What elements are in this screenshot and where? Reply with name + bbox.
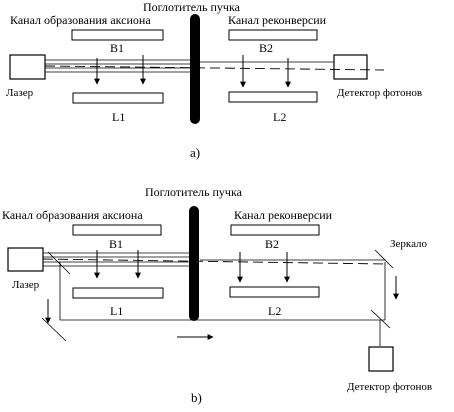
b-l2-label: L2 [268,304,281,318]
b-laser-box [7,247,44,272]
a-lens-l1 [72,92,164,104]
a-laser-box [9,54,46,80]
diagram-a: Поглотитель пучка Канал образования акси… [6,0,422,160]
b-mirror-right-bottom [370,309,391,329]
b-beam-absorber [189,206,199,321]
b-b1-label: B1 [109,237,123,251]
a-lens-l2 [228,91,318,103]
b-production-channel-label: Канал образования аксиона [2,208,143,222]
a-axion-dashed-line [44,65,385,71]
b-laser-label: Лазер [12,279,40,291]
b-mirror-left-bottom [41,317,67,342]
b-lens-l1 [72,287,164,299]
b-detector-label: Детектор фотонов [347,381,432,393]
b-mirror-right-top [374,249,394,269]
diagram-b: Поглотитель пучка Канал образования акси… [2,185,432,405]
a-detector-box [333,54,368,80]
a-b2-label: B2 [259,41,273,55]
b-detector-box [368,346,394,372]
b-absorber-label: Поглотитель пучка [145,185,243,199]
a-l2-label: L2 [273,110,286,124]
a-l1-label: L1 [112,110,125,124]
a-reconversion-channel-label: Канал реконверсии [228,13,327,27]
b-lens-l2 [229,286,320,298]
a-laser-label: Лазер [6,87,34,99]
b-caption: b) [191,390,202,405]
a-magnet-b1 [71,29,164,41]
a-absorber-label: Поглотитель пучка [143,0,241,14]
b-magnet-b2 [230,224,320,236]
a-beam-absorber [190,14,200,124]
a-caption: a) [190,145,200,160]
b-reconversion-channel-label: Канал реконверсии [234,208,333,222]
b-l1-label: L1 [110,304,123,318]
a-magnet-b2 [228,29,318,41]
b-axion-dashed-line [42,258,386,265]
b-mirror-label: Зеркало [390,238,428,250]
a-production-channel-label: Канал образования аксиона [10,13,151,27]
b-mirror-left-top [47,251,71,275]
b-b2-label: B2 [265,237,279,251]
a-b1-label: B1 [110,41,124,55]
b-magnet-b1 [72,224,162,236]
a-detector-label: Детектор фотонов [337,87,422,99]
